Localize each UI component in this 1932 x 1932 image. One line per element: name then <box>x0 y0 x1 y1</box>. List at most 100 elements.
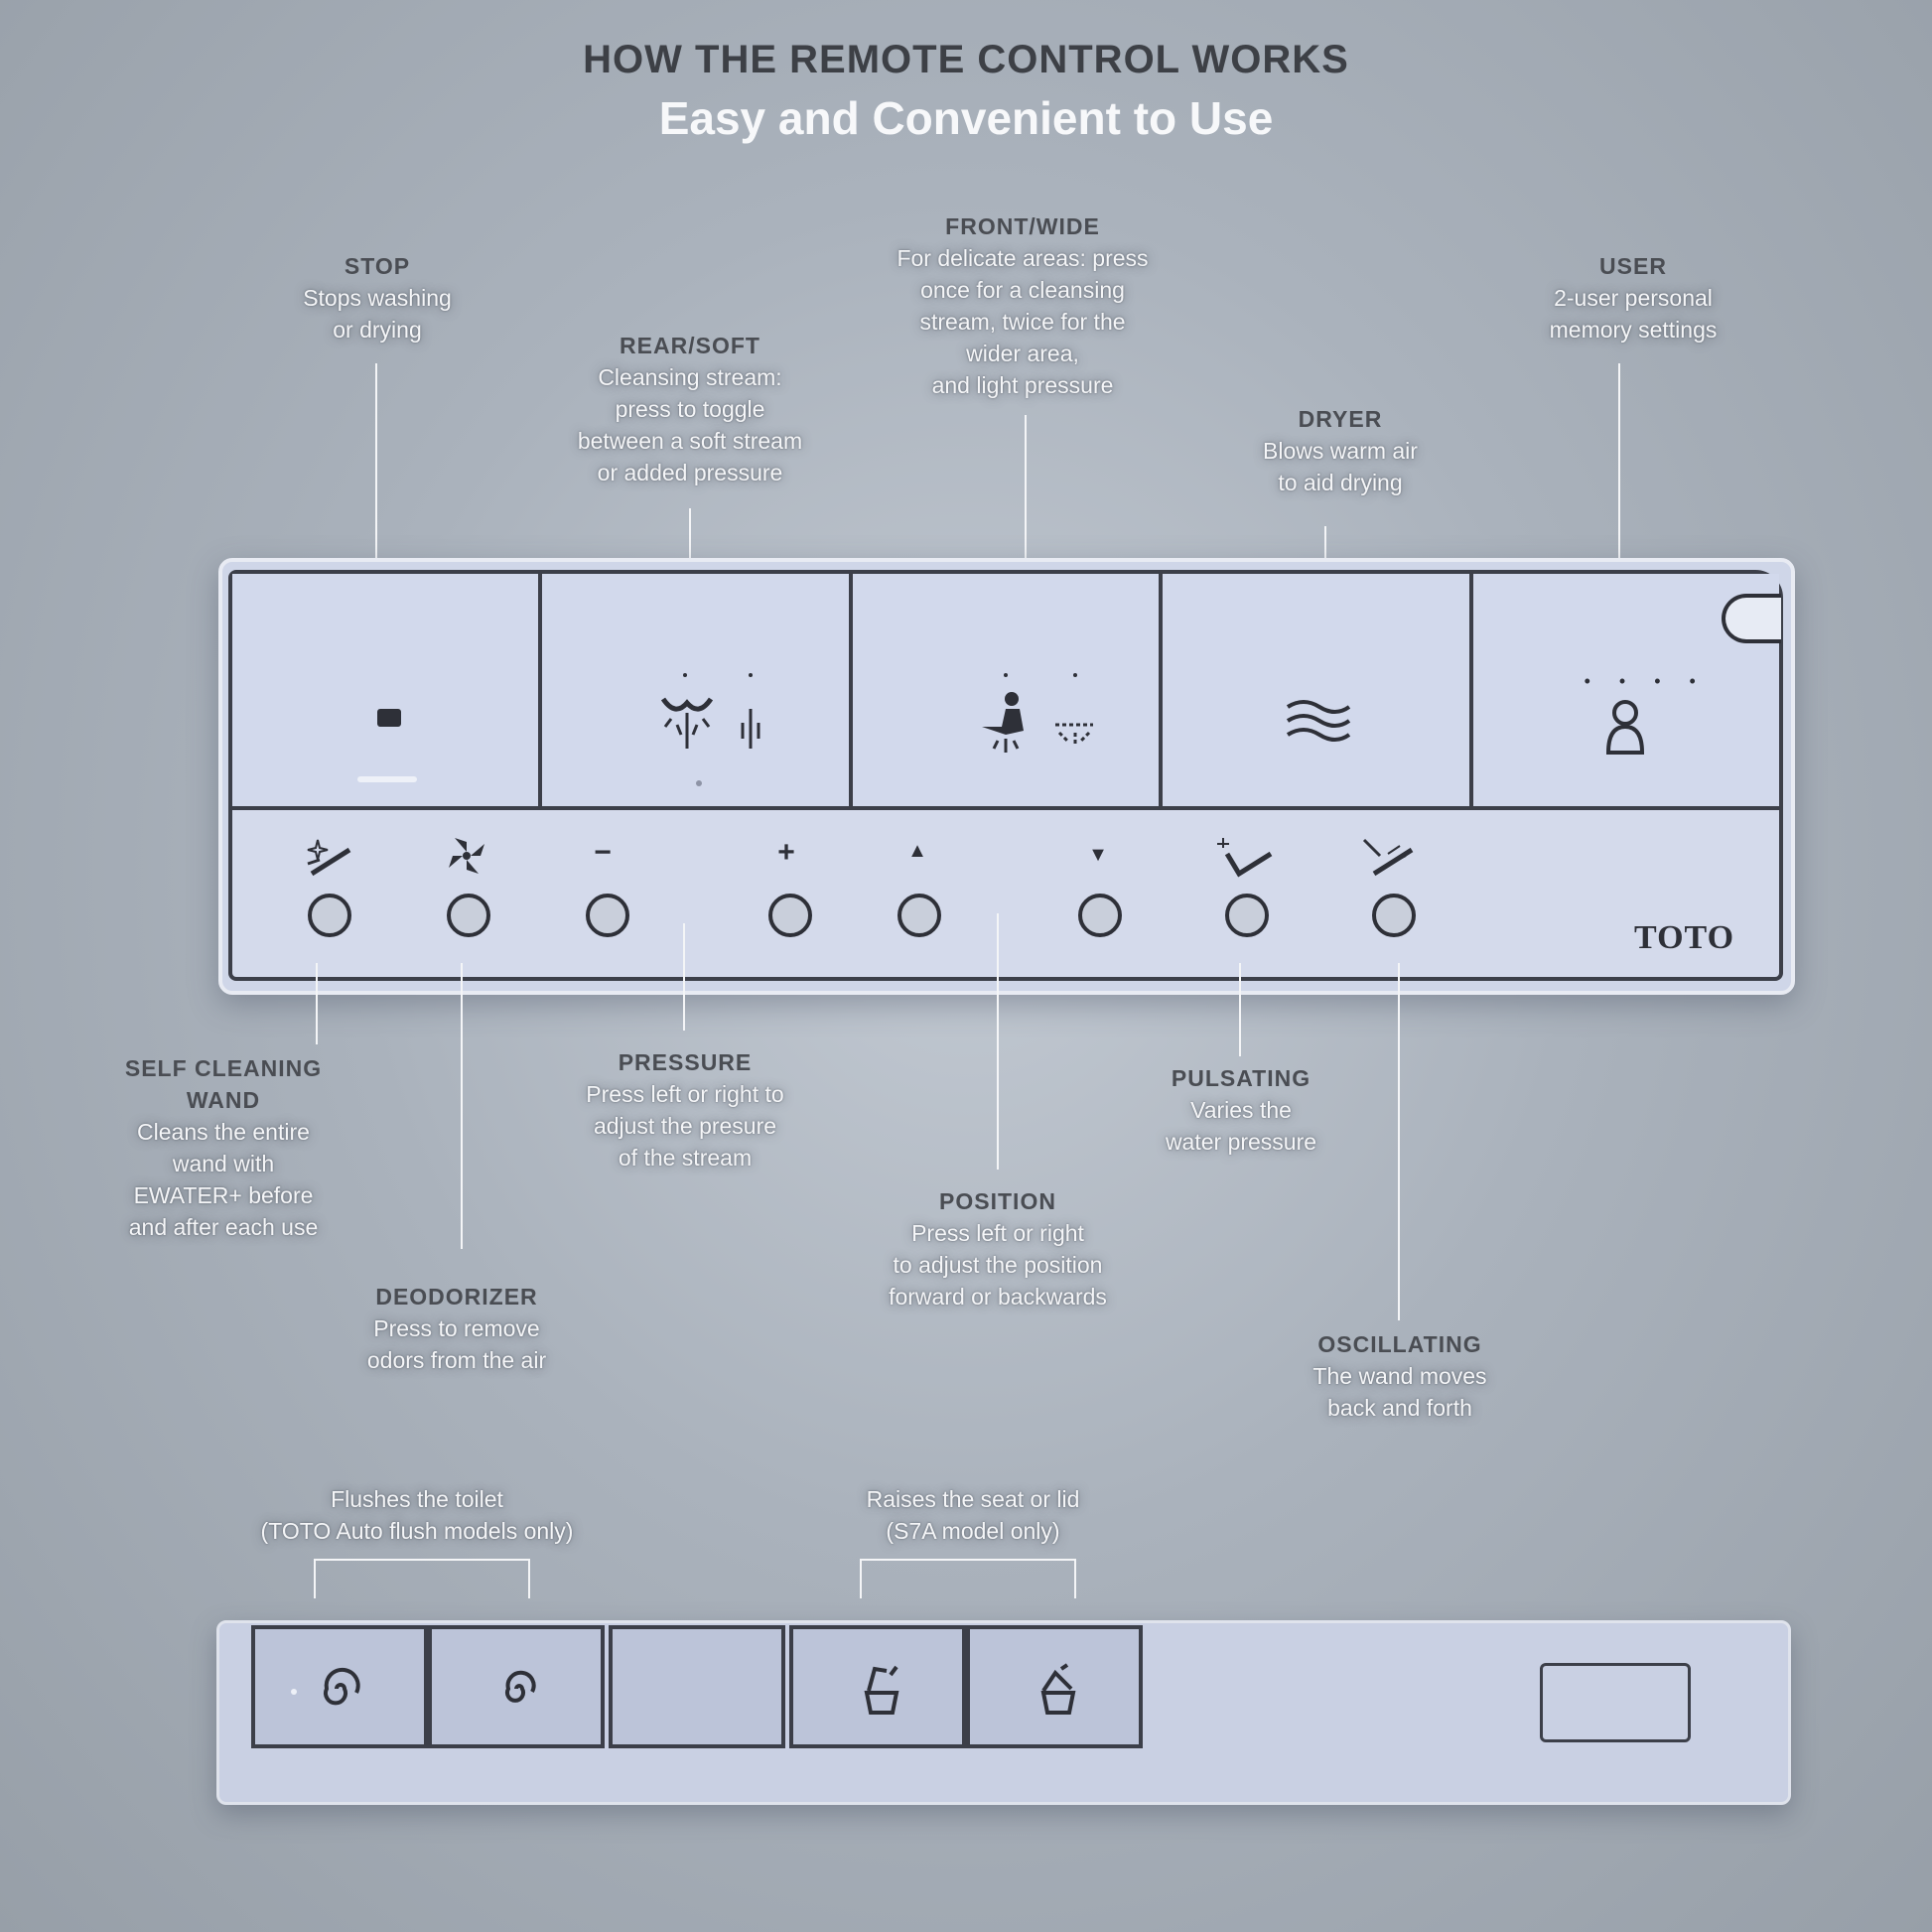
main-button-row: • • • • <box>228 570 1783 810</box>
pressure-desc-2: adjust the presure <box>593 1113 777 1139</box>
deodorizer-button[interactable] <box>447 894 490 937</box>
flush-annotation: Flushes the toilet (TOTO Auto flush mode… <box>179 1483 655 1547</box>
pressure-increase-symbol: + <box>777 836 795 869</box>
front-wide-desc-1: For delicate areas: press <box>897 245 1149 271</box>
position-backward-symbol: ▼ <box>1088 844 1108 866</box>
front-wide-desc-5: and light pressure <box>931 372 1114 398</box>
secondary-button-row: − + ▲ ▼ TOTO <box>228 810 1783 981</box>
user-desc-2: memory settings <box>1549 317 1718 343</box>
rear-soft-annotation: REAR/SOFT Cleansing stream: press to tog… <box>516 330 864 488</box>
self-cleaning-heading-2: WAND <box>186 1087 261 1113</box>
pressure-desc-3: of the stream <box>618 1145 753 1171</box>
rear-soft-desc-3: between a soft stream <box>577 428 803 454</box>
front-wash-icon <box>981 673 1093 753</box>
rear-soft-desc-4: or added pressure <box>597 460 783 485</box>
light-flush-icon <box>505 1670 536 1703</box>
deodorizer-leader-line <box>461 963 463 1249</box>
pulsating-button[interactable] <box>1225 894 1269 937</box>
pressure-heading: PRESSURE <box>618 1049 753 1075</box>
dryer-desc-1: Blows warm air <box>1263 438 1418 464</box>
blank-button[interactable] <box>609 1625 785 1748</box>
front-wide-desc-2: once for a cleansing <box>920 277 1125 303</box>
pressure-desc-1: Press left or right to <box>586 1081 784 1107</box>
user-icon <box>1605 700 1644 755</box>
raise-bracket <box>860 1559 1076 1598</box>
user-annotation: USER 2-user personal memory settings <box>1499 250 1767 345</box>
lid-raise-icon <box>1040 1663 1076 1715</box>
pulsating-icon <box>1217 838 1273 878</box>
lid-raise-button[interactable] <box>966 1625 1143 1748</box>
pulsating-annotation: PULSATING Varies the water pressure <box>1122 1062 1360 1158</box>
light-flush-button[interactable] <box>428 1625 605 1748</box>
self-cleaning-desc-4: and after each use <box>128 1214 319 1240</box>
battery-compartment <box>1540 1663 1691 1742</box>
rear-soft-button[interactable] <box>542 574 853 806</box>
seat-raise-button[interactable] <box>789 1625 966 1748</box>
front-wide-button[interactable] <box>852 574 1164 806</box>
stop-annotation: STOP Stops washing or drying <box>253 250 501 345</box>
pulsating-desc-1: Varies the <box>1190 1097 1292 1123</box>
stop-desc-1: Stops washing <box>303 285 452 311</box>
dryer-heading: DRYER <box>1298 406 1383 432</box>
seat-raise-icon <box>864 1665 899 1715</box>
pulsating-leader-line <box>1239 963 1241 1056</box>
position-heading: POSITION <box>939 1188 1056 1214</box>
deodorizer-desc-1: Press to remove <box>373 1315 540 1341</box>
user-desc-1: 2-user personal <box>1554 285 1713 311</box>
stop-icon <box>377 709 401 727</box>
oscillating-icon <box>1362 838 1414 877</box>
dryer-button[interactable] <box>1163 574 1473 806</box>
front-wide-desc-4: wider area, <box>966 341 1079 366</box>
self-cleaning-desc-3: EWATER+ before <box>133 1182 314 1208</box>
toto-logo: TOTO <box>1634 919 1735 956</box>
position-desc-3: forward or backwards <box>889 1284 1107 1310</box>
dryer-icon <box>1287 700 1351 742</box>
user-button[interactable]: • • • • <box>1472 574 1781 806</box>
rear-indicator-dot <box>696 780 703 786</box>
user-indicator-dots: • • • • <box>1584 671 1708 691</box>
deodorizer-desc-2: odors from the air <box>366 1347 547 1373</box>
remote-control-top-edge <box>216 1620 1791 1805</box>
pulsating-desc-2: water pressure <box>1165 1129 1317 1155</box>
stop-leader-line <box>375 363 377 610</box>
flush-bracket <box>314 1559 530 1598</box>
oscillating-button[interactable] <box>1372 894 1416 937</box>
dryer-desc-2: to aid drying <box>1278 470 1403 495</box>
deodorizer-heading: DEODORIZER <box>375 1284 538 1310</box>
self-cleaning-leader-line <box>316 963 318 1044</box>
full-flush-icon <box>324 1667 360 1706</box>
stop-button[interactable] <box>232 574 543 806</box>
full-flush-button[interactable] <box>251 1625 428 1748</box>
oscillating-desc-2: back and forth <box>1327 1395 1472 1421</box>
remote-control-front: • • • • − + ▲ ▼ <box>218 558 1795 995</box>
pressure-decrease-button[interactable] <box>586 894 629 937</box>
deodorizer-fan-icon <box>449 838 484 874</box>
position-desc-1: Press left or right <box>911 1220 1084 1246</box>
front-wide-heading: FRONT/WIDE <box>945 213 1100 239</box>
self-cleaning-button[interactable] <box>308 894 351 937</box>
position-desc-2: to adjust the position <box>893 1252 1103 1278</box>
stop-heading: STOP <box>344 253 411 279</box>
position-leader-line <box>997 913 999 1170</box>
flush-indicator-dot <box>291 1689 297 1695</box>
stop-desc-2: or drying <box>333 317 422 343</box>
self-cleaning-desc-1: Cleans the entire <box>137 1119 310 1145</box>
self-cleaning-desc-2: wand with <box>172 1151 275 1176</box>
self-cleaning-heading: SELF CLEANING <box>124 1055 323 1081</box>
position-forward-button[interactable] <box>897 894 941 937</box>
position-backward-button[interactable] <box>1078 894 1122 937</box>
flush-desc-2: (TOTO Auto flush models only) <box>260 1518 574 1544</box>
oscillating-desc-1: The wand moves <box>1312 1363 1487 1389</box>
rear-soft-desc-2: press to toggle <box>615 396 765 422</box>
pressure-annotation: PRESSURE Press left or right to adjust t… <box>536 1046 834 1173</box>
pressure-increase-button[interactable] <box>768 894 812 937</box>
front-wide-leader-line <box>1025 415 1027 620</box>
pressure-decrease-symbol: − <box>594 836 612 869</box>
raise-desc-1: Raises the seat or lid <box>866 1486 1080 1512</box>
position-forward-symbol: ▲ <box>907 840 927 862</box>
front-wide-desc-3: stream, twice for the <box>919 309 1126 335</box>
oscillating-heading: OSCILLATING <box>1317 1331 1482 1357</box>
raise-annotation: Raises the seat or lid (S7A model only) <box>814 1483 1132 1547</box>
self-cleaning-annotation: SELF CLEANING WAND Cleans the entire wan… <box>89 1052 357 1243</box>
self-cleaning-icon <box>307 839 351 877</box>
